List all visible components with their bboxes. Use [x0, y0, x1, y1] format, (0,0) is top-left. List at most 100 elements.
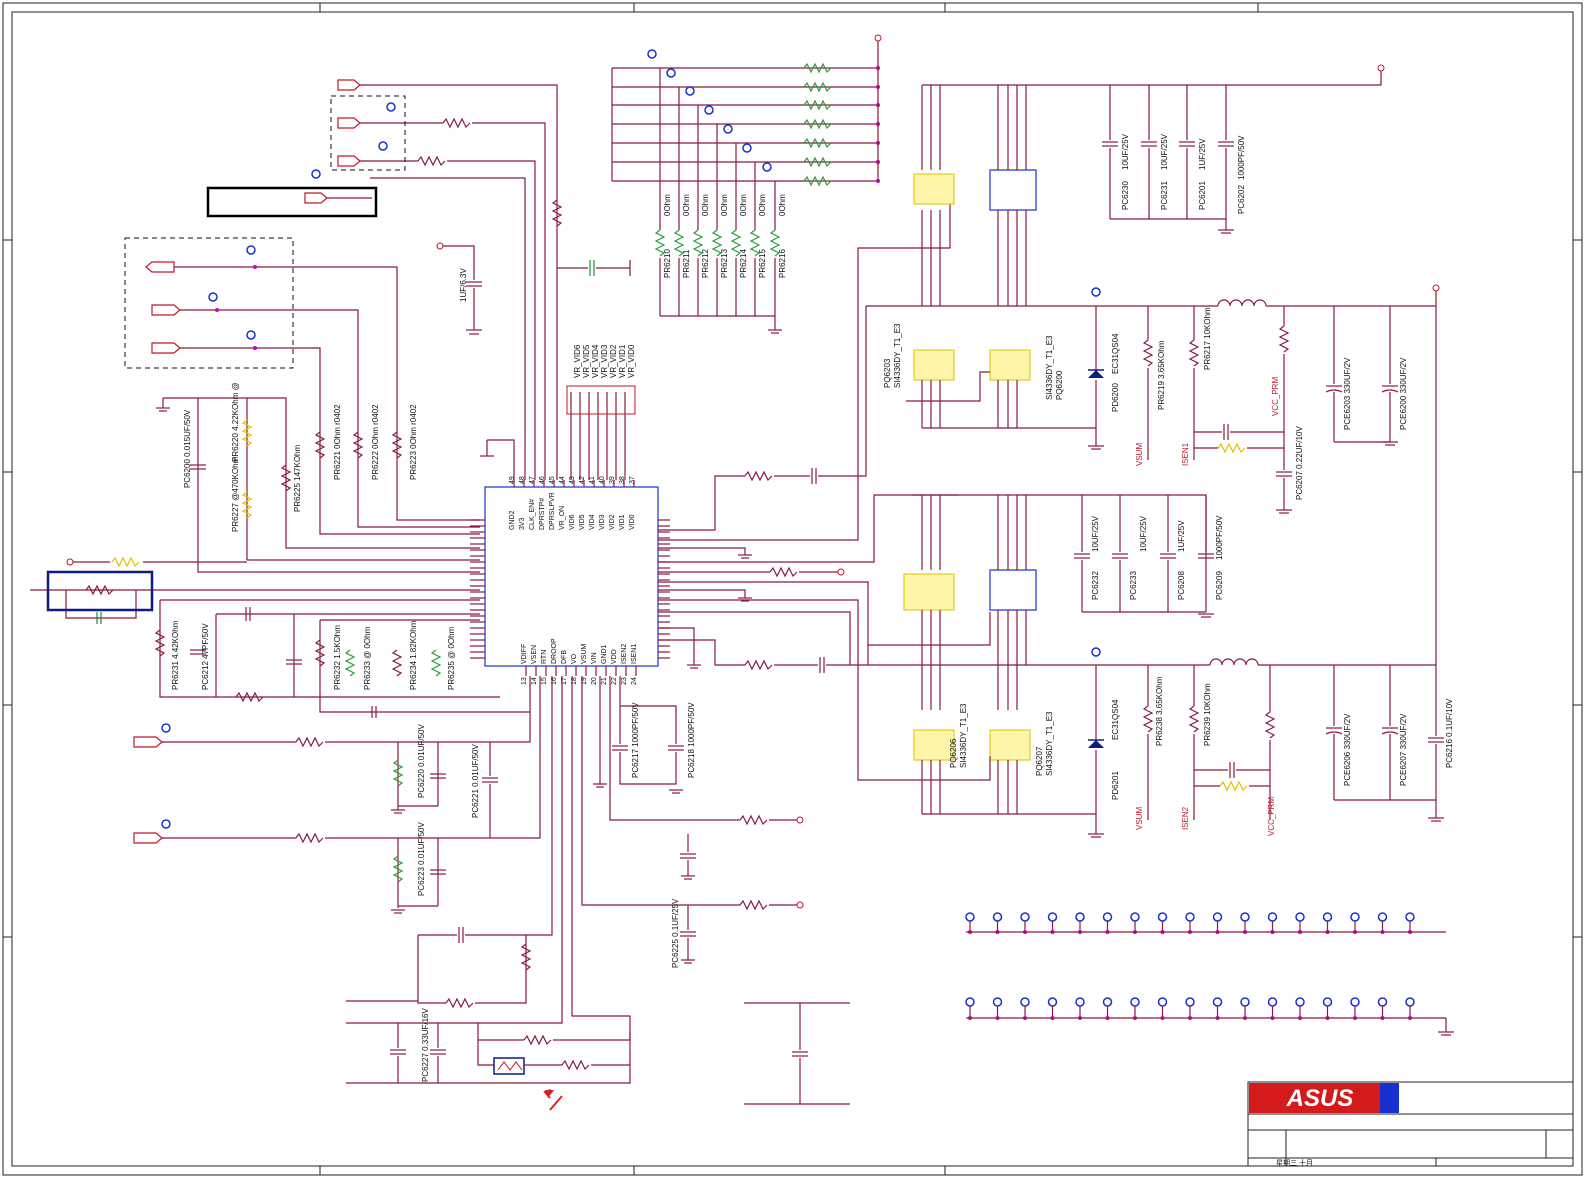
pc6231-ref: PC6231 — [1160, 181, 1169, 210]
pc6200-label: PC6200 0.015UF/50V — [183, 409, 192, 488]
port-arrow[interactable] — [151, 304, 181, 316]
port-arrow[interactable] — [337, 79, 361, 91]
pr6222-label: PR6222 0Ohm r0402 — [371, 404, 380, 480]
net-vcc-prm-1: VCC_PRM — [1271, 377, 1280, 416]
pq6207-ref: PQ6207 — [1035, 746, 1044, 776]
pq6200-part: SI4336DY_T1_E3 — [1045, 335, 1054, 400]
net-vsum-1: VSUM — [1135, 443, 1144, 466]
pc6233-ref: PC6233 — [1129, 571, 1138, 600]
ic-pin-label: VID3 — [599, 514, 606, 530]
pr6233-label: PR6233 @ 0Ohm — [363, 626, 372, 690]
vid-label-2: VR_VID4 — [591, 344, 600, 378]
ic-pin-number: 42 — [579, 476, 586, 484]
ic-right-nets — [658, 180, 958, 781]
ic-pin-label: VDIFF — [521, 644, 528, 664]
vid-resistor-value: 0Ohm — [739, 194, 748, 216]
ic-pin-label: VSEN — [531, 645, 538, 664]
ic-pin-number: 37 — [629, 476, 636, 484]
ic-pin-number: 39 — [609, 476, 616, 484]
pr6227-label: PR6227 @470KOhm — [231, 456, 240, 532]
port-arrow[interactable] — [304, 192, 328, 204]
pq6206-part: SI4336DY_T1_E3 — [959, 703, 968, 768]
ic-pin-number: 15 — [541, 677, 548, 685]
left-resistor-group: PC6200 0.015UF/50V PR6220 4.22KOhm @ PR6… — [156, 382, 480, 573]
bottom-left-section: PC6220 0.01UF/50V PC6221 0.01UF/50V PC62… — [133, 676, 850, 1111]
pc6227-ref: PC6227 0.33UF/16V — [421, 1008, 430, 1082]
ic-pin-label: VSUM — [581, 644, 588, 664]
net-vcc-prm-2: VCC_PRM — [1267, 797, 1276, 836]
pc6201-value: 1UF/25V — [1198, 138, 1207, 170]
net-isen2: ISEN2 — [1181, 806, 1190, 830]
vid-resistor-ref: PR6210 — [663, 249, 672, 278]
upper-phase: 10UF/25V PC6230 10UF/25V PC6231 1UF/25V … — [866, 64, 1440, 665]
asus-logo-text: ASUS — [1286, 1085, 1354, 1112]
pc6218-label: PC6218 1000PF/50V — [687, 702, 696, 778]
ic-pin-number: 13 — [521, 677, 528, 685]
pce6206-label: PCE6206 330UF/2V — [1343, 713, 1352, 786]
top-left-ports — [206, 79, 563, 480]
pc6230-value: 10UF/25V — [1121, 133, 1130, 170]
test-point-rows — [965, 912, 1454, 1036]
vid-resistor-ref: PR6214 — [739, 249, 748, 278]
vid-resistor-ref: PR6216 — [778, 249, 787, 278]
mosfet-body — [989, 729, 1031, 761]
vid-label-0: VR_VID6 — [573, 344, 582, 378]
pc6212-label: PC6212 47PF/50V — [201, 623, 210, 690]
ic-pin-number: 43 — [569, 476, 576, 484]
vid-resistor-value: 0Ohm — [758, 194, 767, 216]
feedback-network: PR6231 4.42KOhm PC6212 47PF/50V PR6232 1… — [30, 556, 530, 718]
asus-logo — [1249, 1083, 1399, 1113]
ic-pin-number: 22 — [611, 677, 618, 685]
ic-pin-number: 47 — [529, 476, 536, 484]
ic-pin-number: 23 — [621, 677, 628, 685]
vid-resistor-ref: PR6211 — [682, 249, 691, 278]
ic-pin-label: DPRSTP# — [539, 498, 546, 530]
ic-pin-number: 20 — [591, 677, 598, 685]
pce6207-label: PCE6207 330UF/2V — [1399, 713, 1408, 786]
port-arrow[interactable] — [337, 155, 361, 167]
ic-pin-label: VIN — [591, 652, 598, 664]
ic-pin-label: VID6 — [569, 514, 576, 530]
pr6235-label: PR6235 @ 0Ohm — [447, 626, 456, 690]
ic-pin-label: GND2 — [509, 510, 516, 530]
port-arrow[interactable] — [133, 832, 163, 844]
vid-label-4: VR_VID2 — [609, 344, 618, 378]
pr6238-label: PR6238 3.65KOhm — [1155, 676, 1164, 746]
port-arrow[interactable] — [145, 261, 175, 273]
pq6203-ref: PQ6203 — [883, 358, 892, 388]
pc6202-ref: PC6202 — [1237, 185, 1246, 214]
pc6209-ref: PC6209 — [1215, 571, 1224, 600]
mosfet-body — [913, 173, 955, 205]
ic-pin-number: 18 — [571, 677, 578, 685]
pr6225-label: PR6225 147KOhm — [293, 445, 302, 512]
pc6221-label: PC6221 0.01UF/50V — [471, 744, 480, 818]
mosfet-body — [989, 569, 1037, 611]
port-arrow[interactable] — [133, 736, 163, 748]
net-isen1: ISEN1 — [1181, 442, 1190, 466]
port-arrow[interactable] — [151, 342, 181, 354]
date-text: 星期三 十月 — [1276, 1158, 1313, 1167]
highlight-box-blue — [46, 570, 154, 612]
pr6221-label: PR6221 0Ohm r0402 — [333, 404, 342, 480]
vid-bus: 0OhmPR62100OhmPR62110OhmPR62120OhmPR6213… — [566, 34, 882, 480]
vid-label-3: VR_VID3 — [600, 344, 609, 378]
ic-pin-label: DFB — [561, 650, 568, 664]
pce6200-label: PCE6200 330UF/2V — [1399, 357, 1408, 430]
ic-pin-label: ISEN2 — [621, 644, 628, 664]
pc6201-ref: PC6201 — [1198, 181, 1207, 210]
mosfet-body — [913, 729, 955, 761]
ic-pin-number: 17 — [561, 677, 568, 685]
ic-pin-number: 48 — [519, 476, 526, 484]
pc6231-value: 10UF/25V — [1160, 133, 1169, 170]
vid-resistor-ref: PR6215 — [758, 249, 767, 278]
pr6239-label: PR6239 10KOhm — [1203, 683, 1212, 746]
ic-pin-number: 21 — [601, 677, 608, 685]
ic-pin-number: 24 — [631, 677, 638, 685]
dashed-option-box — [330, 95, 406, 171]
ic-pin-label: DPRSLPVR — [549, 492, 556, 530]
pd6200-ref: PD6200 — [1111, 383, 1120, 412]
port-arrow[interactable] — [337, 117, 361, 129]
left-ports — [124, 237, 480, 535]
c-1uf-decoupler: 1UF/6.3V — [436, 242, 631, 480]
ic-pin-label: VR_ON — [559, 506, 566, 530]
